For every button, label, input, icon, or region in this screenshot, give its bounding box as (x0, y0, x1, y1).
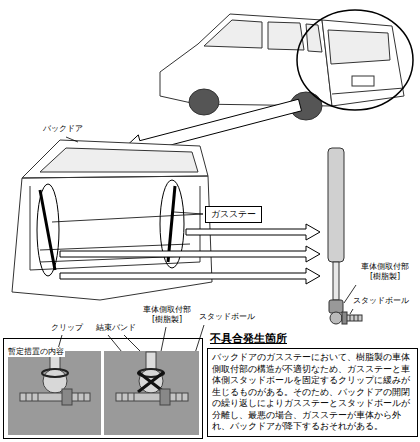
description-box: 不具合発生箇所バックドアのガスステーにおいて、樹脂製の車体側取付部の構造が不適切… (207, 348, 418, 437)
strut-left (40, 190, 55, 270)
part-callout-box: ガスステー (205, 206, 262, 223)
photo-bolt (20, 393, 90, 401)
photo-ground (104, 351, 199, 435)
panel-title: 暫定措置の内容 (7, 347, 65, 357)
part-label: スタッドボール (352, 296, 410, 306)
part-label: クリップ (50, 323, 84, 333)
pointer-arrow (60, 268, 320, 284)
highlight-circle (297, 10, 413, 110)
photo-panel: 暫定措置の内容 (3, 338, 203, 439)
photo-nut (160, 389, 170, 405)
photo-part (20, 352, 90, 405)
section-heading: 不具合発生箇所 (210, 332, 287, 346)
thread (122, 393, 182, 401)
car-window (204, 20, 262, 48)
car-window (306, 24, 322, 52)
part-name: ガスステー (211, 209, 256, 220)
wheel (189, 89, 219, 115)
photo-clip (42, 369, 68, 377)
part-label: 車体側取付部 [樹脂製] (356, 262, 414, 281)
leader-line (52, 214, 203, 222)
bumper-line (332, 88, 404, 94)
thread (26, 393, 84, 401)
stud-nut (342, 312, 347, 324)
stay-rod (333, 262, 339, 300)
photo-nut (62, 389, 72, 405)
part-label: スタッドボール (198, 312, 256, 322)
leader-line (66, 137, 78, 142)
back-door (22, 140, 208, 178)
car-rear (322, 20, 404, 106)
photo-bolt (116, 393, 188, 401)
photos (8, 351, 199, 435)
stay-cylinder (328, 148, 344, 262)
stud-ball (330, 312, 342, 324)
photo-ground (8, 351, 101, 435)
thread (350, 315, 358, 321)
strut-highlight (37, 184, 59, 276)
leader-line (174, 212, 203, 214)
description-text: バックドアのガスステーにおいて、樹脂製の車体側取付部の構造が不適切なため、ガスス… (212, 352, 413, 433)
license-plate (352, 76, 374, 86)
part-label: バックドア (42, 124, 84, 134)
leader-line (350, 309, 353, 314)
stay-socket (329, 300, 343, 313)
body-opening (12, 176, 212, 300)
door-glass (40, 148, 198, 172)
part-label: 結束バンド (95, 323, 137, 333)
rear-window (328, 30, 390, 64)
pointer-arrow (186, 224, 320, 240)
pointer-arrow (60, 246, 320, 262)
photo-socket (139, 369, 163, 393)
part-label: 車体側取付部 [樹脂製] (140, 305, 194, 324)
photo-part (116, 352, 188, 405)
